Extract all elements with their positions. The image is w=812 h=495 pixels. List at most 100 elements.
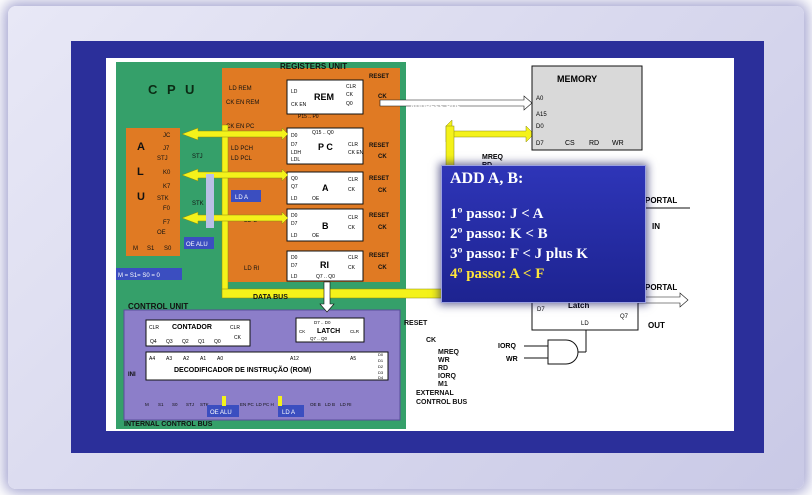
svg-text:CLR: CLR xyxy=(230,325,240,331)
step-1: 1º passo: J < A xyxy=(450,206,544,222)
external-control-bus-2: CONTROL BUS xyxy=(416,399,468,406)
rem-name: REM xyxy=(314,92,334,102)
a-pin: Q0 xyxy=(291,176,298,182)
rem-pin: LD xyxy=(291,89,298,95)
rem-pin: Q0 xyxy=(346,101,353,107)
pc-pin: CLR xyxy=(348,142,358,148)
svg-text:D3: D3 xyxy=(378,370,384,375)
portal-in-label: PORTAL xyxy=(645,196,677,205)
b-pin: LD xyxy=(291,233,298,239)
svg-text:A1: A1 xyxy=(200,356,206,362)
ri-pin: D7 xyxy=(291,263,298,269)
control-bottom-signals: M S1 S0 STJ STK EN PC LD PC H OE B LD B … xyxy=(145,402,352,407)
svg-text:D7 .. D0: D7 .. D0 xyxy=(314,320,331,325)
alu-bottom-pin: M xyxy=(133,246,138,252)
output-latch xyxy=(531,297,639,331)
gate-input-wr: WR xyxy=(506,356,518,363)
a-pin: CLR xyxy=(348,177,358,183)
registers-unit-title: REGISTERS UNIT xyxy=(280,62,347,71)
address-bus-arrow xyxy=(379,95,533,111)
popup-title: ADD A, B: xyxy=(450,170,524,187)
memory-chip: MEMORY A0 A15 D0 D7 CS RD WR xyxy=(531,65,643,151)
svg-text:CK: CK xyxy=(299,329,305,334)
ri-input: LD RI xyxy=(244,266,260,272)
alu-label-l: L xyxy=(137,166,144,178)
svg-text:A4: A4 xyxy=(149,356,155,362)
svg-text:CK: CK xyxy=(378,94,387,100)
rem-input: LD REM xyxy=(229,86,252,92)
mreq-signal: MREQ xyxy=(482,154,504,161)
control-ld-badge-text: LD A xyxy=(282,410,295,416)
a-pin: LD xyxy=(291,196,298,202)
output-latch-name: Latch xyxy=(568,301,589,310)
step-3: 3º passo: F < J plus K xyxy=(450,246,588,262)
memory-pin: RD xyxy=(589,140,599,147)
a-pin: OE xyxy=(312,196,320,202)
svg-text:LD RI: LD RI xyxy=(340,402,352,407)
instruction-popup: ADD A, B: 1º passo: J < A 2º passo: K < … xyxy=(441,165,646,303)
svg-text:S1: S1 xyxy=(158,402,164,407)
alu-pin: JC xyxy=(163,133,171,139)
pc-pin: LDH xyxy=(291,150,301,156)
alu-pin: OE xyxy=(157,230,166,236)
control-oe-badge xyxy=(207,405,239,417)
a-name: A xyxy=(322,183,329,193)
rem-pin: CLR xyxy=(346,84,356,90)
memory-pin: WR xyxy=(612,140,624,147)
data-bus-label: DATA BUS xyxy=(253,294,288,301)
alu-pin: STJ xyxy=(157,156,168,162)
pc-alu-arrow xyxy=(181,127,289,141)
alu-oe-badge xyxy=(184,237,214,249)
memory-pin: D0 xyxy=(536,124,544,130)
svg-text:A0: A0 xyxy=(217,356,223,362)
and-gate xyxy=(547,339,579,365)
gate-input-iorq: IORQ xyxy=(498,343,516,350)
svg-text:Q0: Q0 xyxy=(214,339,221,345)
alu-label-u: U xyxy=(137,191,145,203)
svg-text:D1: D1 xyxy=(378,358,384,363)
b-register: B D0 D7 LD OE CLR CK xyxy=(286,208,364,242)
counter-block: CONTADOR CLR CLR CK Q4 Q3 Q2 Q1 Q0 xyxy=(145,319,251,347)
svg-text:CONTADOR: CONTADOR xyxy=(172,324,212,331)
svg-text:MREQ: MREQ xyxy=(438,349,460,356)
pc-register: P C D0 D7 LDH LDL Q15 .. Q0 CLR CK EN xyxy=(286,127,364,165)
pc-input: CK EN PC xyxy=(226,124,255,130)
rem-input: CK EN REM xyxy=(226,100,259,106)
svg-text:CK: CK xyxy=(426,337,436,344)
portal-out-arrow xyxy=(637,292,689,308)
pc-pin: D0 xyxy=(291,133,298,139)
control-oe-badge-text: OE ALU xyxy=(210,410,232,416)
alu-oe-badge-text: OE ALU xyxy=(186,242,208,248)
decoder-rom: DECODIFICADOR DE INSTRUÇÃO (ROM) A4 A3 A… xyxy=(145,351,389,381)
b-name: B xyxy=(322,221,329,231)
svg-text:D0: D0 xyxy=(378,352,384,357)
address-bus-label: ADDRESS BUS xyxy=(410,104,461,111)
alu-pin: STK xyxy=(157,196,169,202)
control-unit-title: CONTROL UNIT xyxy=(128,302,188,311)
alu-pin: K0 xyxy=(163,170,171,176)
control-ld-badge xyxy=(278,405,304,417)
svg-text:RESET: RESET xyxy=(369,143,389,149)
svg-text:CK: CK xyxy=(234,335,242,341)
ld-a-badge xyxy=(231,190,261,202)
cpu-title: C P U xyxy=(148,82,197,97)
pc-pin: D7 xyxy=(291,142,298,148)
svg-text:D2: D2 xyxy=(378,364,384,369)
oe-highlight xyxy=(222,396,226,406)
internal-control-bus: INTERNAL CONTROL BUS xyxy=(124,421,213,428)
a-register: A Q0 Q7 LD OE CLR CK xyxy=(286,171,364,205)
rem-pin: CK EN xyxy=(291,102,307,108)
stj-label: STJ xyxy=(192,154,203,160)
svg-text:CK: CK xyxy=(378,154,387,160)
pc-pin: Q15 .. Q0 xyxy=(312,130,334,136)
output-latch-pin: LD xyxy=(581,321,589,327)
svg-text:WR: WR xyxy=(438,357,450,364)
svg-text:A5: A5 xyxy=(350,356,356,362)
memory-pin: D7 xyxy=(536,141,544,147)
output-latch-pin: Q7 xyxy=(620,314,629,320)
pc-pin: LDL xyxy=(291,157,300,163)
portal-out-label-2: OUT xyxy=(648,321,665,330)
svg-text:CK: CK xyxy=(378,225,387,231)
svg-text:M: M xyxy=(145,402,149,407)
ri-pin: Q7 .. Q0 xyxy=(316,274,335,280)
